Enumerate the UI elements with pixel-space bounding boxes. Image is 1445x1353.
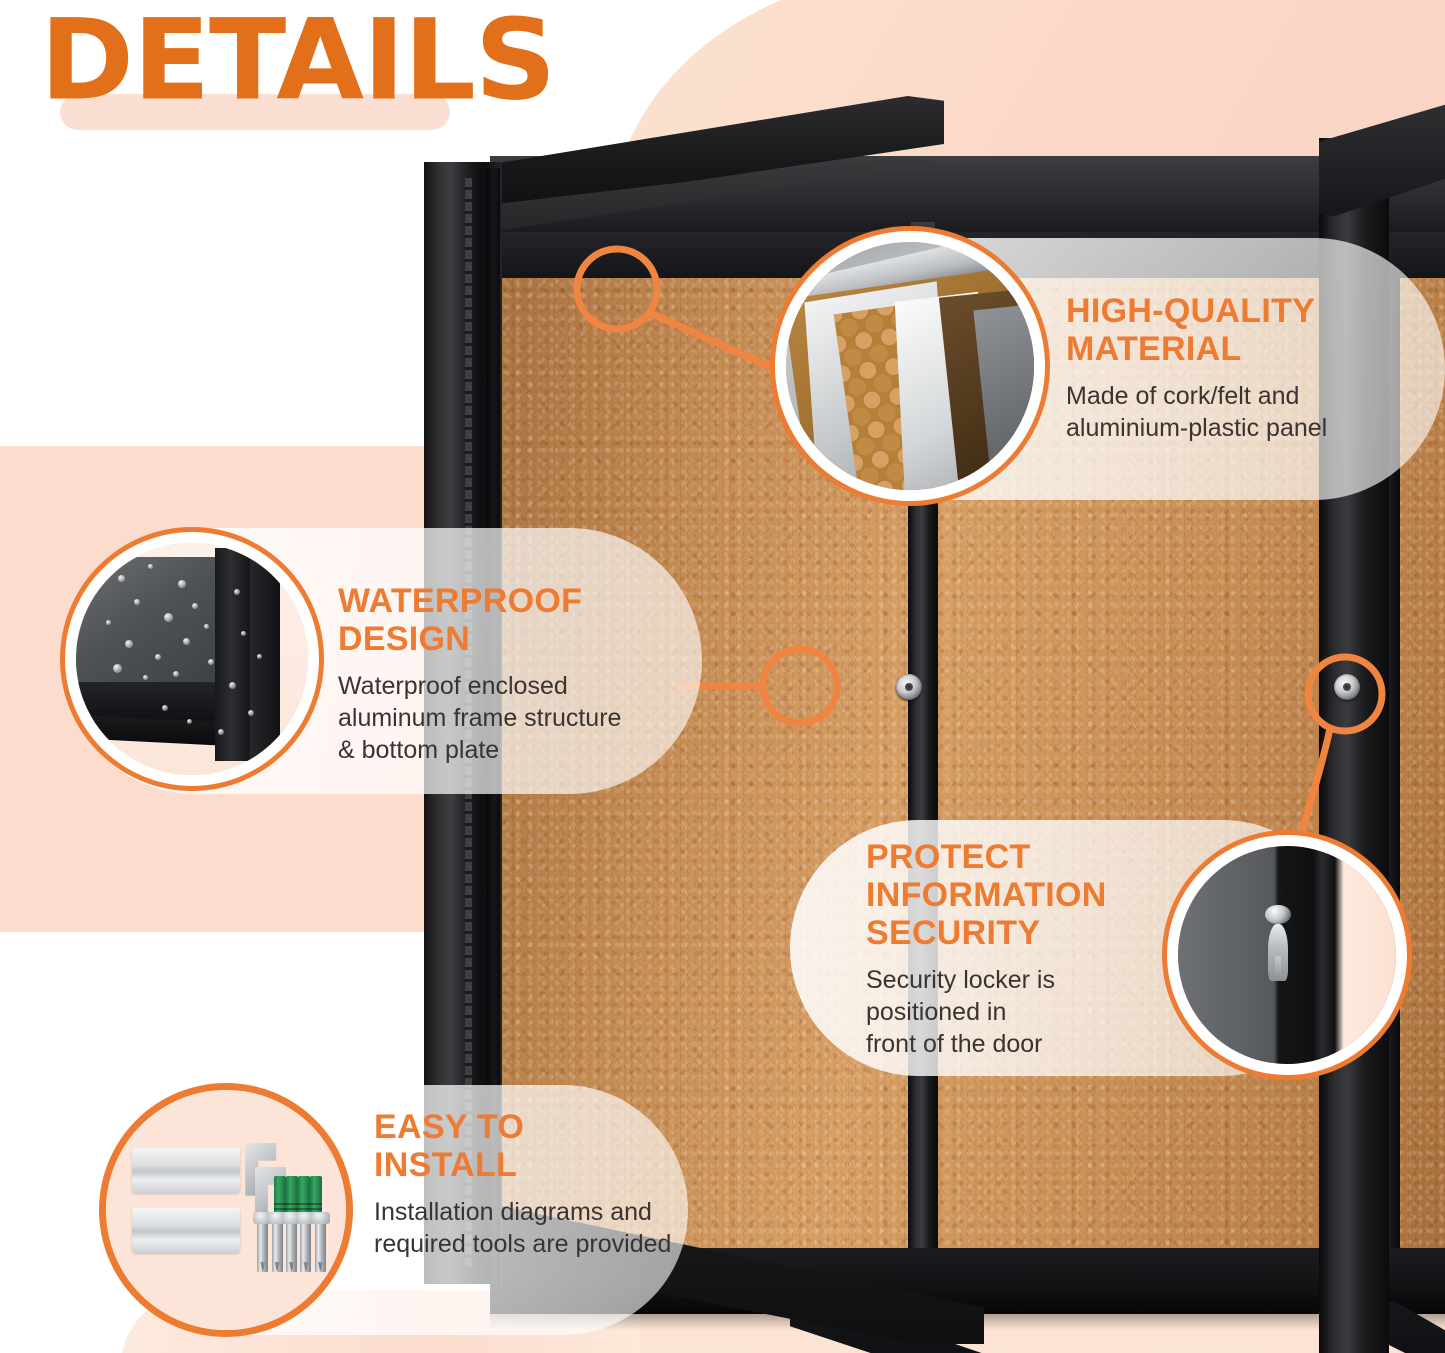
honeycomb-panel-layers-photo	[786, 242, 1034, 490]
mounting-rail	[132, 1147, 241, 1194]
page-title: DETAILS	[40, 2, 556, 130]
water-droplets	[76, 543, 308, 775]
water-droplets-on-frame-photo	[76, 543, 308, 775]
screw	[310, 1211, 330, 1272]
callout-waterproof-design: WATERPROOF DESIGN Waterproof enclosed al…	[338, 582, 668, 766]
mounting-rail	[132, 1207, 241, 1254]
lock-cylinder-center	[896, 674, 922, 700]
feature-heading: PROTECT INFORMATION SECURITY	[866, 838, 1107, 953]
title-underline-shade	[60, 94, 450, 130]
screw	[282, 1211, 301, 1272]
lock-with-key-photo	[1178, 846, 1396, 1064]
lock-cylinder-icon	[1265, 904, 1292, 925]
screw	[267, 1211, 287, 1272]
feature-body: Security locker is positioned in front o…	[866, 966, 1055, 1059]
lock-cylinder-right	[1334, 674, 1360, 700]
feature-body: Installation diagrams and required tools…	[374, 1198, 672, 1259]
screw	[296, 1211, 316, 1272]
feature-heading: HIGH-QUALITY MATERIAL	[1066, 292, 1316, 369]
callout-protect-information-security: PROTECT INFORMATION SECURITY Security lo…	[866, 838, 1166, 1060]
page-title-text: DETAILS	[40, 0, 556, 125]
screw	[253, 1211, 273, 1272]
key-icon	[1268, 924, 1289, 982]
feature-heading: EASY TO INSTALL	[374, 1108, 525, 1185]
callout-high-quality-material: HIGH-QUALITY MATERIAL Made of cork/felt …	[1066, 292, 1406, 444]
callout-easy-to-install: EASY TO INSTALL Installation diagrams an…	[374, 1108, 694, 1260]
feature-heading: WATERPROOF DESIGN	[338, 582, 583, 659]
mounting-hardware-kit-photo	[106, 1090, 346, 1330]
feature-body: Waterproof enclosed aluminum frame struc…	[338, 672, 622, 765]
feature-body: Made of cork/felt and aluminium-plastic …	[1066, 382, 1328, 443]
